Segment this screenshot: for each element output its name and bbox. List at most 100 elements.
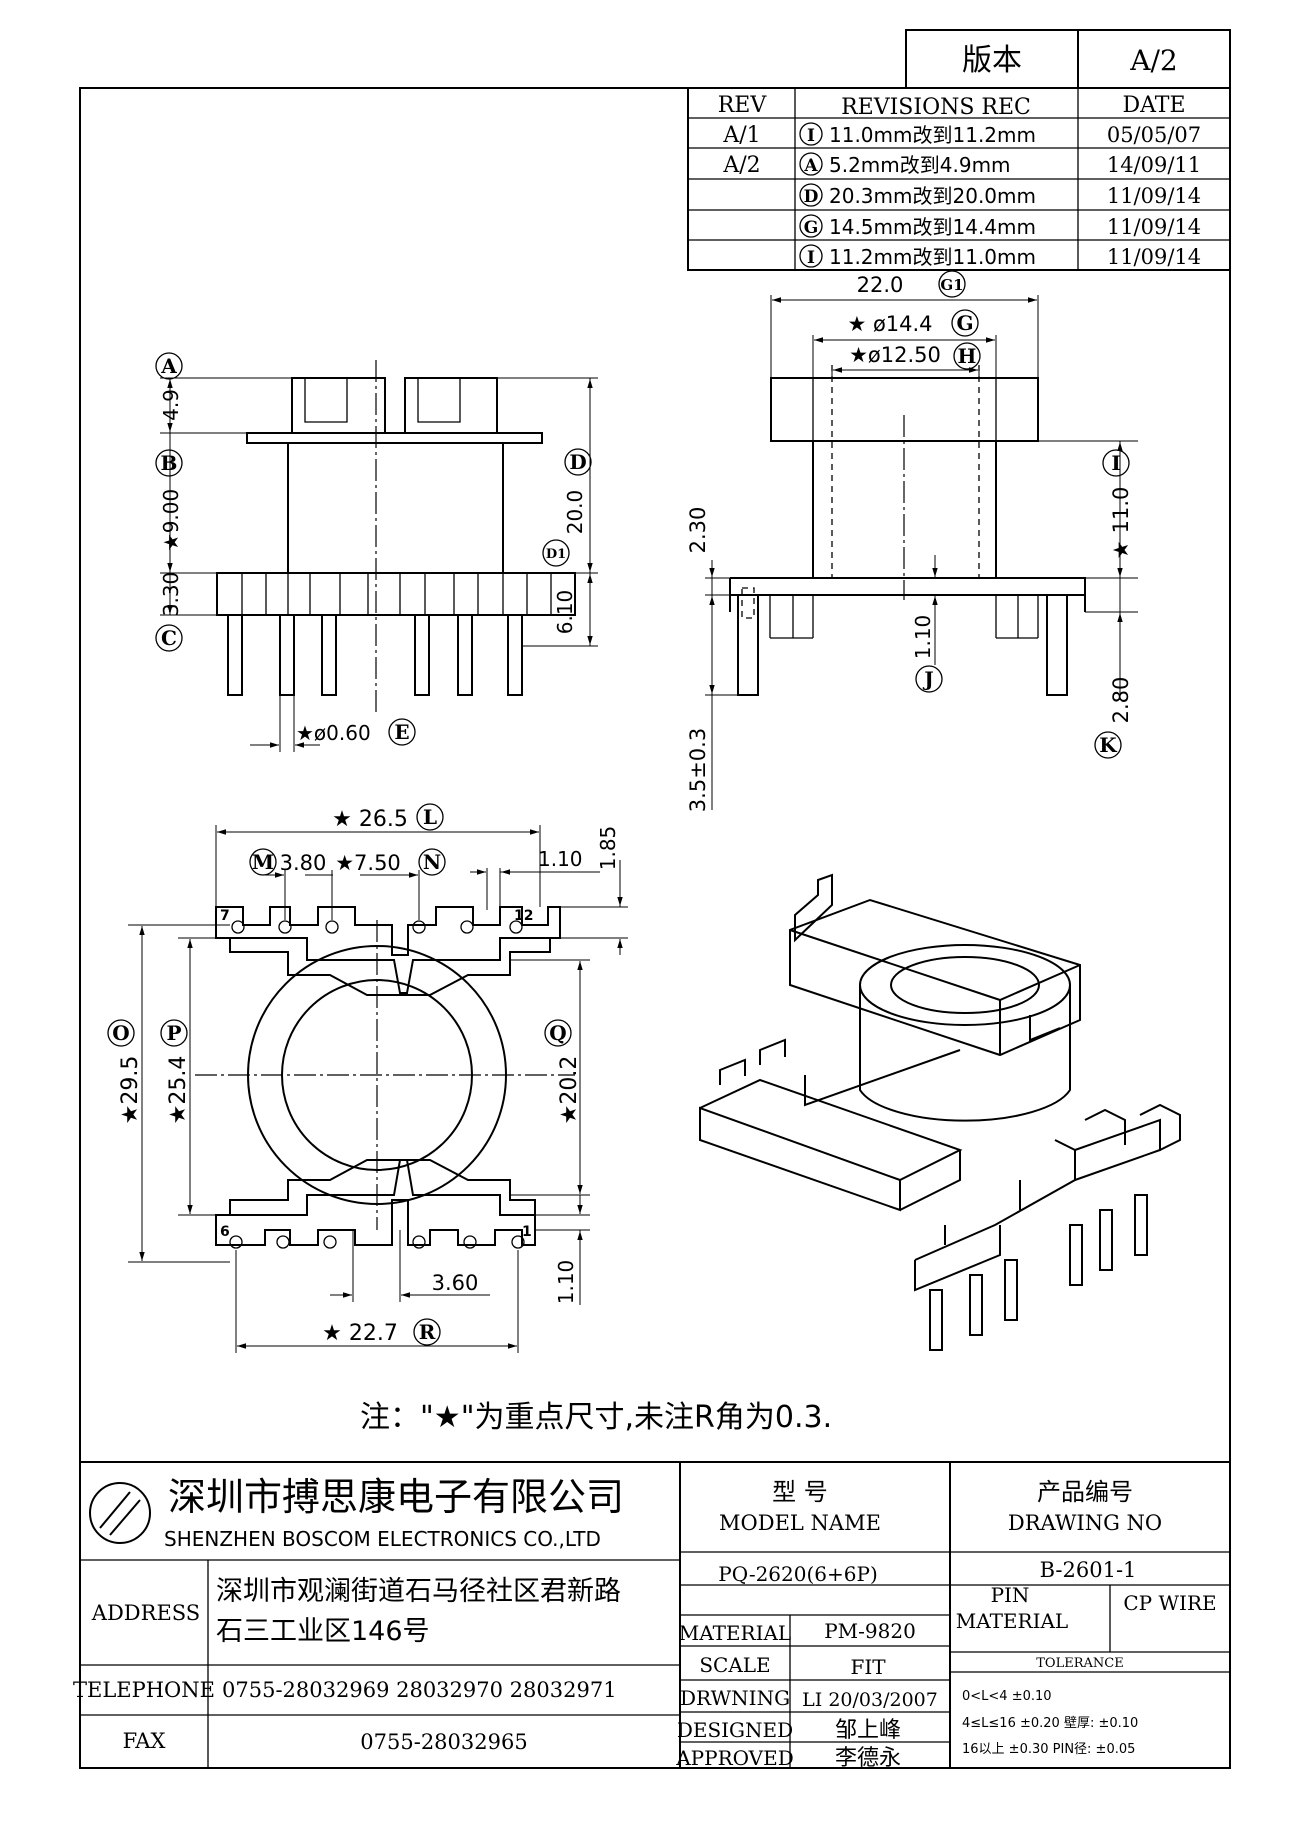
dim-label-j: J [922,667,933,691]
fax-value: 0755-28032965 [360,1730,527,1754]
svg-text:14/09/11: 14/09/11 [1107,153,1201,177]
material-value: PM-9820 [824,1619,916,1643]
dim-value-h: ★ø12.50 [849,343,941,367]
dim-value-e: ★ø0.60 [296,721,371,745]
svg-text:11.0mm改到11.2mm: 11.0mm改到11.2mm [829,123,1036,147]
svg-text:5.2mm改到4.9mm: 5.2mm改到4.9mm [829,153,1011,177]
pin-material-label: PIN [991,1583,1030,1607]
revision-mark: I [807,126,815,146]
rev-header-rev: REV [718,93,768,118]
revision-mark: G [804,218,819,238]
dim-value-a: 4.9 [159,389,183,421]
dim-label-c: C [161,626,177,650]
drawing-border [79,87,1231,1769]
dim-value-c: 3.30 [159,572,183,617]
model-value: PQ-2620(6+6P) [718,1562,878,1586]
approved-value: 李德永 [835,1746,901,1771]
fax-label: FAX [123,1729,166,1753]
dim-label-g: G [956,311,973,335]
revision-row: D 20.3mm改到20.0mm 11/09/14 [799,183,1201,208]
revision-row: G 14.5mm改到14.4mm 11/09/14 [799,214,1201,239]
model-label-cn: 型 号 [772,1478,828,1506]
revision-mark: A [803,156,818,176]
svg-text:11.2mm改到11.0mm: 11.2mm改到11.0mm [829,245,1036,269]
drawing-note: 注："★"为重点尺寸,未注R角为0.3. [360,1400,832,1435]
dim-value-230: 2.30 [686,507,710,554]
designed-value: 邹上峰 [835,1718,901,1743]
scale-label: SCALE [699,1653,770,1677]
tolerance-row: 4≤L≤16 ±0.20 壁厚: ±0.10 [962,1716,1138,1731]
company-name-en: SHENZHEN BOSCOM ELECTRONICS CO.,LTD [164,1527,601,1551]
tolerance-label: TOLERANCE [1036,1656,1123,1671]
svg-text:11/09/14: 11/09/14 [1107,184,1201,208]
dim-value-d1: 6.10 [553,590,577,635]
side-view: 22.0 G1 ★ ø14.4 G ★ø12.50 H I 11.0 ★ 2.8… [686,270,1138,812]
pin-number: 7 [220,908,230,924]
revision-row: I 11.2mm改到11.0mm 11/09/14 [799,244,1201,269]
drawing-date: LI 20/03/2007 [802,1689,938,1711]
scale-value: FIT [850,1655,886,1679]
dim-value-r: ★ 22.7 [322,1321,398,1346]
svg-text:A/2: A/2 [722,153,760,178]
telephone-label: TELEPHONE [73,1678,215,1702]
dim-label-l: L [423,805,437,829]
svg-text:05/05/07: 05/05/07 [1107,123,1201,147]
dim-value-d: 20.0 [563,490,587,535]
tolerance-row: 16以上 ±0.30 PIN径: ±0.05 [962,1742,1135,1757]
revision-row: A/1 I 11.0mm改到11.2mm 05/05/07 [722,122,1201,148]
dim-value-i: 11.0 [1109,487,1133,534]
model-label-en: MODEL NAME [719,1511,881,1535]
dim-label-p: P [166,1021,181,1045]
dim-label-h: H [958,344,977,368]
dim-value-35: 3.5±0.3 [686,728,710,812]
dim-value-360: 3.60 [432,1271,479,1295]
pin-material-label-2: MATERIAL [956,1609,1068,1633]
revision-mark: I [807,248,815,268]
address-label: ADDRESS [91,1601,200,1625]
revision-mark: D [804,187,819,207]
dim-label-e: E [394,720,409,744]
svg-text:A/1: A/1 [722,123,760,148]
svg-text:11/09/14: 11/09/14 [1107,215,1201,239]
dim-value-k: 2.80 [1109,677,1133,724]
pin-material-value: CP WIRE [1123,1591,1216,1615]
company-name-cn: 深圳市搏思康电子有限公司 [168,1475,624,1519]
rev-header-date: DATE [1122,93,1185,118]
dim-label-q: Q [549,1021,566,1045]
dim-value-110b: 1.10 [554,1260,578,1305]
dim-star-i: ★ [1109,541,1133,560]
dim-value-m: 3.80 [280,851,327,875]
dim-value-p: ★25.4 [166,1056,191,1125]
dim-value-n: ★7.50 [335,851,401,875]
dim-label-i: I [1111,451,1120,475]
pin-number: 6 [220,1224,230,1240]
bottom-view: 7 12 6 1 ★ 26.5 L M 3.80 ★7.50 N 1.10 [107,803,628,1353]
version-label: 版本 [962,43,1022,78]
version-box: 版本 A/2 [905,29,1231,89]
dim-label-d1: D1 [546,547,566,562]
pin-number: 1 [522,1224,532,1240]
dim-label-r: R [419,1320,436,1344]
dim-value-110a: 1.10 [538,847,583,871]
version-value: A/2 [1129,44,1177,77]
drawing-no-label-en: DRAWING NO [1008,1511,1162,1535]
address-line1: 深圳市观澜街道石马径社区君新路 [216,1576,621,1607]
dim-value-j: 1.10 [911,615,935,660]
dim-label-o: O [112,1021,129,1045]
title-block: 深圳市搏思康电子有限公司 SHENZHEN BOSCOM ELECTRONICS… [73,1461,1230,1771]
drawing-no-value: B-2601-1 [1040,1558,1137,1582]
dim-value-g: ★ ø14.4 [847,312,932,336]
dim-value-l: ★ 26.5 [332,807,408,832]
company-logo [89,1482,151,1544]
dim-label-m: M [252,850,274,874]
svg-text:11/09/14: 11/09/14 [1107,245,1201,269]
tolerance-row: 0<L<4 ±0.10 [962,1689,1052,1704]
dim-label-g1: G1 [940,276,963,294]
address-line2: 石三工业区146号 [216,1616,430,1647]
pin-number: 12 [514,908,533,924]
dim-label-a: A [160,354,177,378]
front-view: A 4.9 B ★9.00 3.30 C D 20.0 D1 6.10 ★ø0.… [155,352,598,752]
drawing-label: DRWNING [680,1686,790,1710]
dim-label-n: N [423,850,441,874]
